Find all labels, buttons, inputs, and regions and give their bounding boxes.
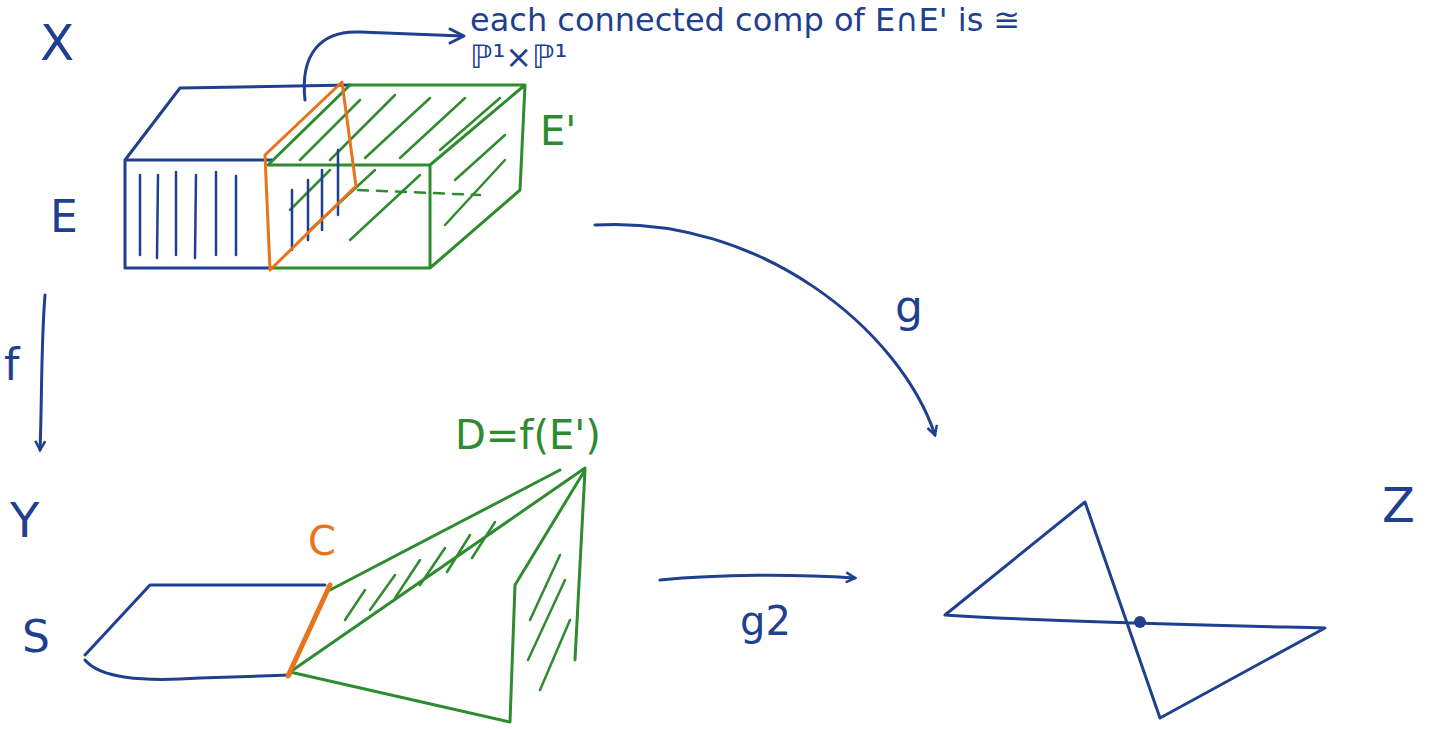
leader-head <box>450 29 464 43</box>
hidden-edge <box>358 190 480 195</box>
map-name: g <box>895 282 923 333</box>
intersection-hatching <box>292 150 338 250</box>
surface-label: S <box>22 612 50 663</box>
space-name: Y <box>10 493 39 548</box>
divisor-label: D=f(E') <box>455 412 601 458</box>
leader-line <box>304 32 462 100</box>
space-z: Z <box>860 440 1430 725</box>
set-label: E <box>50 192 78 243</box>
surface-s <box>85 585 325 679</box>
e-prime-box <box>268 85 525 268</box>
space-name: X <box>40 15 74 73</box>
space-name: Z <box>1382 478 1415 533</box>
intersection-face <box>265 82 356 270</box>
curve-c <box>288 585 330 676</box>
space-y: Y <box>5 455 655 725</box>
map-arrow <box>40 295 45 450</box>
note: each connected comp of E∩E' is ≅ ℙ¹×ℙ¹ <box>470 2 1030 76</box>
singular-point <box>1134 616 1146 628</box>
map-arrow <box>660 575 855 580</box>
e-box <box>125 85 350 268</box>
map-name: g2 <box>740 598 791 644</box>
curve-label: C <box>308 518 336 564</box>
set-label: E' <box>540 108 576 154</box>
space-z <box>945 502 1325 718</box>
d-hatching <box>345 522 570 690</box>
divisor-d <box>290 468 585 722</box>
e-hatching <box>140 172 236 258</box>
map-arrow <box>595 224 935 435</box>
map-name: f <box>4 340 20 391</box>
